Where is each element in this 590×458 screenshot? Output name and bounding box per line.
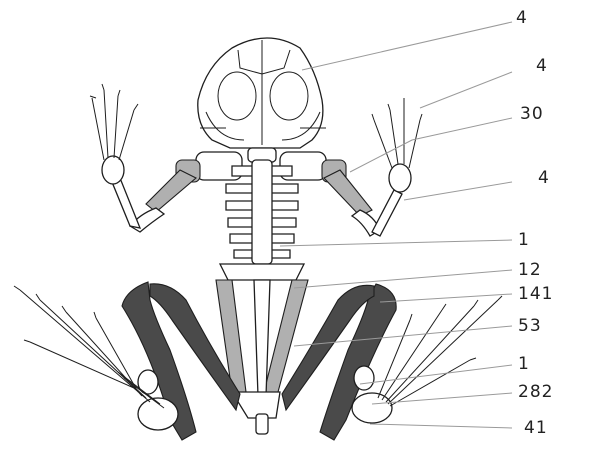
label-tarsals: 41 <box>524 420 548 437</box>
label-ilium: 53 <box>518 318 542 335</box>
label-femur: 141 <box>518 286 553 303</box>
left-forelimb <box>90 84 196 232</box>
label-hand-right: 4 <box>536 58 548 75</box>
label-foot: 1 <box>518 356 530 373</box>
vertebral-column <box>220 148 304 280</box>
label-vertebrae: 1 <box>518 232 530 249</box>
label-forearm-right: 4 <box>538 170 550 187</box>
label-tibiofibula: 282 <box>518 384 553 401</box>
label-skull: 4 <box>516 10 528 27</box>
label-humerus-right: 30 <box>520 106 544 123</box>
skull <box>198 38 326 148</box>
label-urostyle: 12 <box>518 262 542 279</box>
pelvic-girdle <box>216 280 308 434</box>
